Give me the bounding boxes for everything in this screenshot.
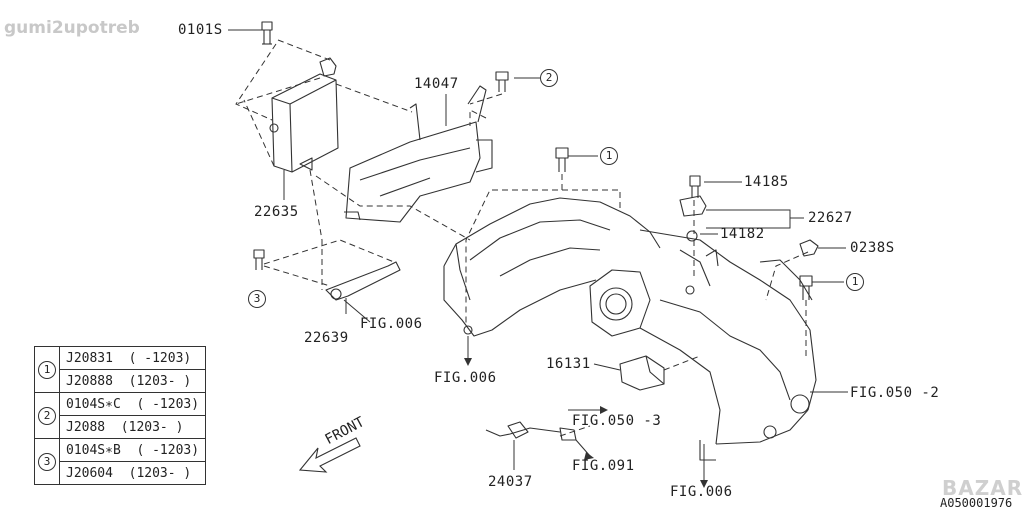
nut-0238s: [799, 239, 819, 257]
bracket-14047: [344, 85, 493, 223]
label-fig091: FIG.091: [572, 458, 635, 474]
watermark-text: gumi2upotreb: [4, 18, 140, 38]
legend-part-cell: 0104S∗B ( -1203): [58, 438, 207, 462]
bolt-0101s: [261, 21, 273, 45]
label-fig050-3: FIG.050 -3: [572, 413, 662, 429]
label-fig006-manifold: FIG.006: [434, 370, 497, 386]
label-22639: 22639: [304, 330, 349, 346]
image-code: A050001976: [940, 496, 1013, 510]
bolt-callout-1-right: [799, 275, 813, 300]
solenoid-16131: [619, 355, 665, 391]
legend-part-cell: J2088 (1203- ): [58, 415, 207, 439]
legend-part-cell: J20831 ( -1203): [58, 346, 207, 370]
legend-part-cell: 0104S∗C ( -1203): [58, 392, 207, 416]
front-direction-arrow: [298, 437, 361, 473]
legend-callout-2: 2: [38, 406, 56, 425]
parts-legend-table: 1 J20831 ( -1203) J20888 (1203- ) 2 0104…: [34, 346, 207, 485]
legend-number-cell: 2: [34, 392, 60, 439]
legend-number-cell: 3: [34, 438, 60, 485]
label-0101s: 0101S: [178, 22, 223, 38]
callout-2: 2: [540, 69, 558, 87]
callout-1-top: 1: [600, 147, 618, 165]
label-fig006-bracket: FIG.006: [360, 316, 423, 332]
label-24037: 24037: [488, 474, 533, 490]
label-14185: 14185: [744, 174, 789, 190]
label-16131: 16131: [546, 356, 591, 372]
bolt-callout-3: [253, 249, 265, 270]
legend-row: J20888 (1203- ): [35, 369, 207, 393]
label-22627: 22627: [808, 210, 853, 226]
harness-24037: [485, 421, 577, 441]
label-fig050-2: FIG.050 -2: [850, 385, 940, 401]
legend-row: J2088 (1203- ): [35, 415, 207, 439]
legend-part-cell: J20604 (1203- ): [58, 461, 207, 485]
label-14047: 14047: [414, 76, 459, 92]
bracket-22639: [325, 261, 401, 301]
legend-callout-3: 3: [38, 452, 56, 471]
legend-row: 2 0104S∗C ( -1203): [34, 392, 207, 439]
legend-row: J20604 (1203- ): [35, 461, 207, 485]
callout-3: 3: [248, 290, 266, 308]
legend-row: 3 0104S∗B ( -1203): [34, 438, 207, 485]
label-0238s: 0238S: [850, 240, 895, 256]
legend-row: 1 J20831 ( -1203): [34, 346, 207, 393]
ecu-module-22635: [269, 57, 339, 173]
legend-part-cell: J20888 (1203- ): [58, 369, 207, 393]
bolt-callout-2: [495, 71, 509, 92]
bolt-callout-1-top: [555, 147, 569, 172]
sensor-22627: [679, 175, 707, 242]
legend-number-cell: 1: [34, 346, 60, 393]
label-fig006-bottom: FIG.006: [670, 484, 733, 500]
label-14182: 14182: [720, 226, 765, 242]
bazar-watermark: BAZAR: [942, 476, 1024, 500]
label-22635: 22635: [254, 204, 299, 220]
callout-1-right: 1: [846, 273, 864, 291]
legend-callout-1: 1: [38, 360, 56, 379]
